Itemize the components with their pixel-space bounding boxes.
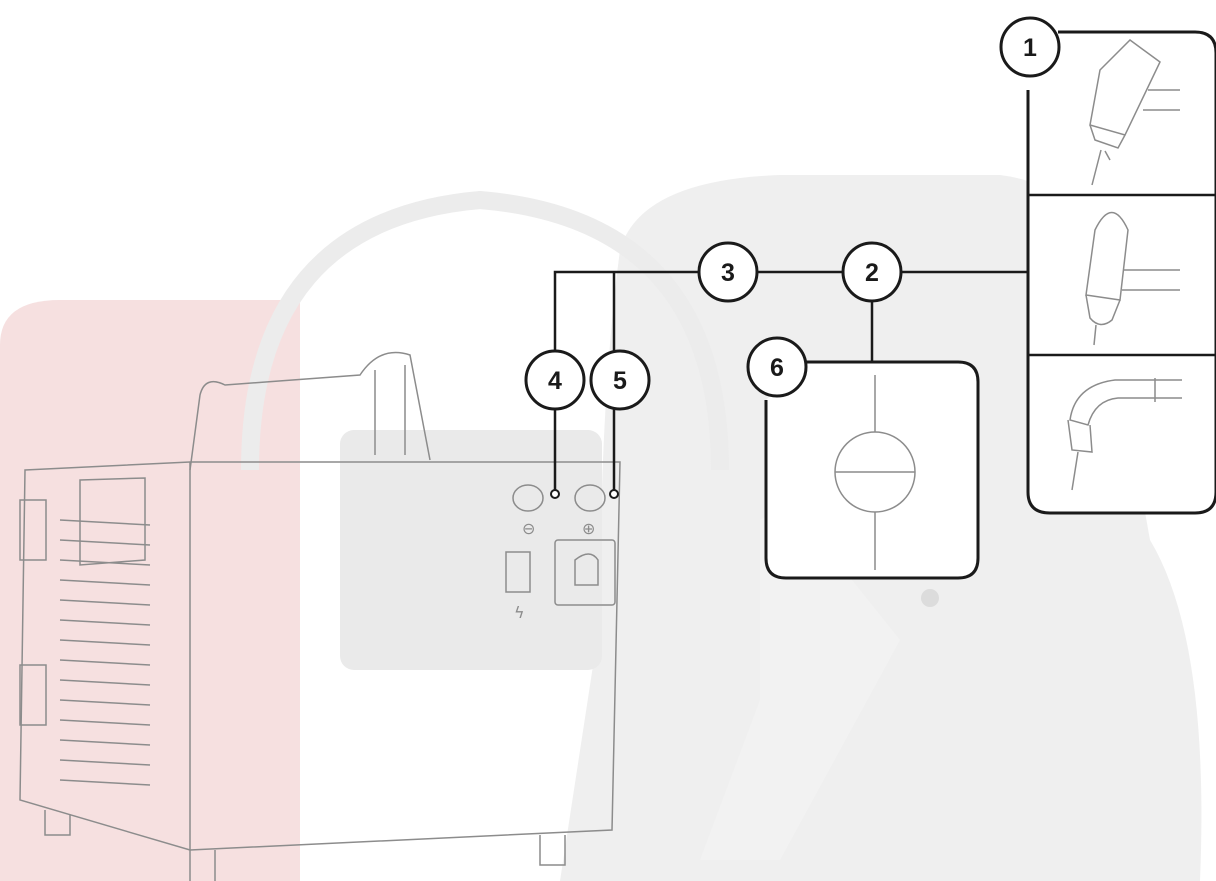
machine-handle-grip: [374, 365, 406, 455]
negative-socket-symbol: ⊖: [522, 519, 535, 538]
line-3-to-sockets: [553, 270, 698, 352]
main-switch: [505, 551, 531, 593]
stick-torch-icon: [1089, 39, 1180, 186]
watermark-hand-torch: [700, 513, 900, 860]
indicator-symbol: ϟ: [514, 603, 525, 622]
callout-1: 1: [999, 16, 1061, 78]
watermark-red-shape: [0, 300, 300, 881]
callout-2: 2: [841, 241, 903, 303]
positive-socket: [574, 484, 606, 512]
welding-machine: [19, 351, 621, 881]
svg-text:4: 4: [548, 367, 562, 395]
callout-3: 3: [697, 241, 759, 303]
torch-selector: [1026, 30, 1216, 515]
earth-symbol-icon: [834, 375, 916, 570]
socket-5-dot: [609, 489, 619, 499]
negative-socket: [512, 484, 544, 512]
svg-text:3: 3: [721, 259, 735, 287]
machine-side-vent-top: [19, 499, 47, 561]
machine-foot-left: [44, 810, 71, 836]
callout-6: 6: [746, 336, 808, 398]
earth-clamp-box: [764, 360, 980, 580]
svg-text:2: 2: [865, 259, 879, 287]
machine-handle: [189, 351, 431, 471]
svg-text:5: 5: [613, 367, 627, 395]
rotary-knob-panel: [554, 539, 616, 606]
watermark-dot-2: [921, 589, 939, 607]
connection-lines: [553, 270, 1028, 494]
torch-box: [1026, 30, 1216, 515]
rotary-knob: [574, 553, 599, 586]
svg-text:6: 6: [770, 354, 784, 382]
watermark-hardhat-outline: [241, 190, 729, 471]
callout-5: 5: [589, 349, 651, 411]
machine-vent-slats: [59, 519, 151, 786]
machine-foot-right: [539, 835, 566, 866]
machine-foot-front: [189, 850, 216, 881]
machine-side-vent-bottom: [19, 664, 47, 726]
socket-4-dot: [550, 489, 560, 499]
watermark-inner-panel: [340, 430, 602, 670]
tig-torch-icon: [1085, 211, 1180, 346]
earth-box-outline: [764, 360, 980, 580]
svg-text:1: 1: [1023, 34, 1037, 62]
positive-socket-symbol: ⊕: [582, 519, 595, 538]
callout-4: 4: [524, 349, 586, 411]
background-watermark: [0, 175, 1202, 881]
mig-torch-icon: [1067, 378, 1182, 491]
machine-side-handle: [79, 477, 146, 566]
